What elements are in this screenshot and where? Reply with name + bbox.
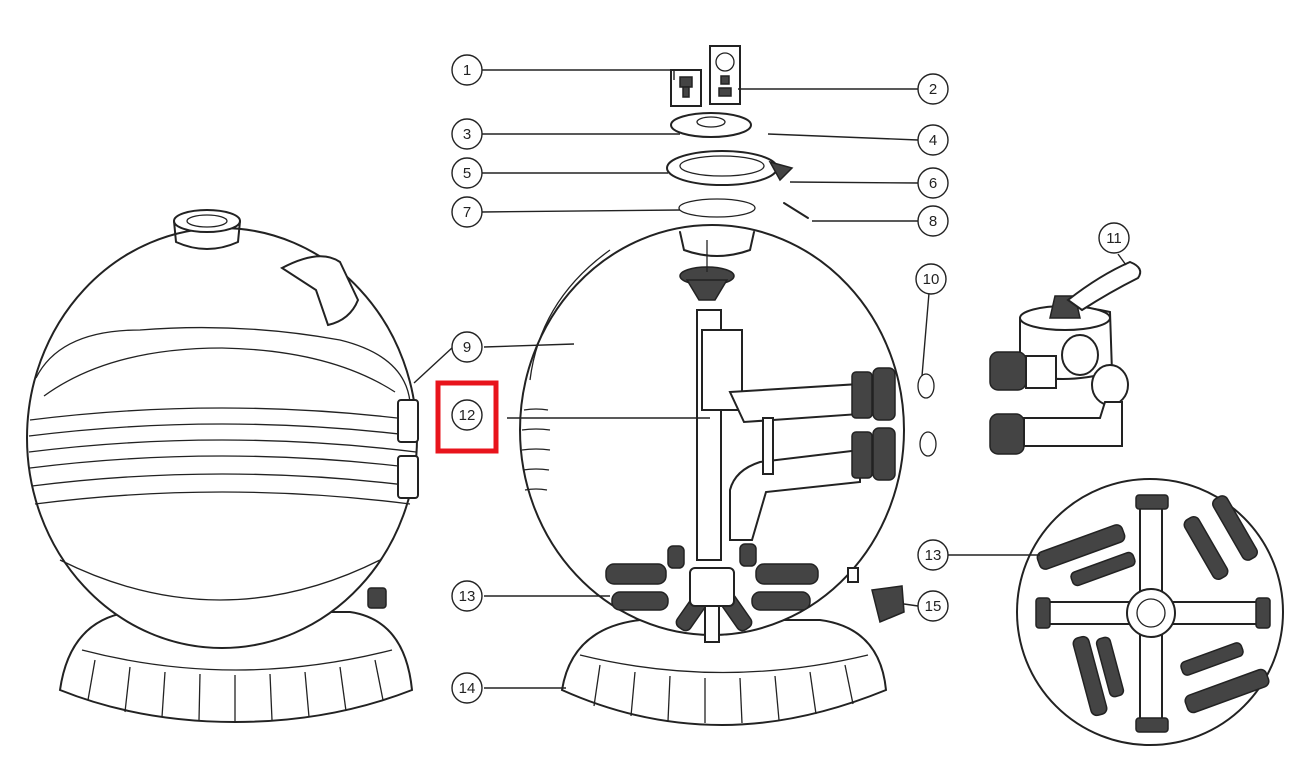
svg-text:12: 12 — [459, 407, 476, 424]
svg-text:5: 5 — [463, 165, 471, 182]
callout-12: 12 — [451, 399, 483, 431]
callout-13-detail: 13 — [917, 539, 949, 571]
callout-1: 1 — [451, 54, 483, 86]
svg-text:13: 13 — [925, 547, 942, 564]
callout-13-main: 13 — [451, 580, 483, 612]
svg-text:1: 1 — [463, 62, 471, 79]
callout-8: 8 — [917, 205, 949, 237]
svg-text:10: 10 — [923, 271, 940, 288]
callout-10: 10 — [915, 263, 947, 295]
callout-11: 11 — [1098, 222, 1130, 254]
svg-text:2: 2 — [929, 81, 937, 98]
multiport-valve-illustration — [989, 260, 1142, 455]
callout-5: 5 — [451, 157, 483, 189]
svg-text:8: 8 — [929, 213, 937, 230]
svg-text:6: 6 — [929, 175, 937, 192]
callout-12-highlight-box — [435, 380, 499, 454]
svg-text:11: 11 — [1106, 230, 1122, 247]
svg-text:9: 9 — [463, 339, 471, 356]
svg-text:4: 4 — [929, 132, 937, 149]
callout-3: 3 — [451, 118, 483, 150]
callout-14: 14 — [451, 672, 483, 704]
assembled-filter-illustration — [26, 209, 419, 724]
callout-15: 15 — [917, 590, 949, 622]
callout-2: 2 — [917, 73, 949, 105]
laterals-detail-view — [1016, 478, 1284, 746]
callout-7: 7 — [451, 196, 483, 228]
svg-text:7: 7 — [463, 204, 471, 221]
callout-9: 9 — [451, 331, 483, 363]
svg-text:15: 15 — [925, 598, 942, 615]
callout-4: 4 — [917, 124, 949, 156]
exploded-filter-illustration — [519, 45, 937, 727]
svg-text:14: 14 — [459, 680, 476, 697]
callout-6: 6 — [917, 167, 949, 199]
svg-text:3: 3 — [463, 126, 471, 143]
svg-text:13: 13 — [459, 588, 476, 605]
leader-lines — [413, 69, 1127, 689]
